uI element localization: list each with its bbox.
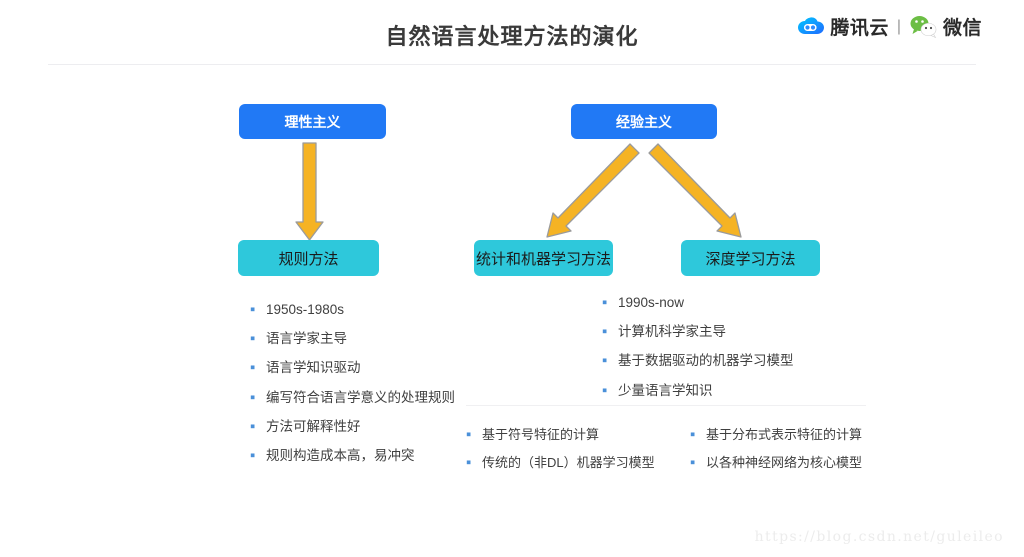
list-item: ▪ 1950s-1980s <box>250 302 455 318</box>
list-item-label: 以各种神经网络为核心模型 <box>706 454 863 470</box>
bullet-icon: ▪ <box>690 426 696 443</box>
bullet-icon: ▪ <box>250 388 256 406</box>
tencent-cloud-icon <box>798 16 825 38</box>
list-item: ▪ 语言学知识驱动 <box>250 360 455 376</box>
list-item: ▪ 规则构造成本高，易冲突 <box>250 448 455 464</box>
list-item: ▪ 基于符号特征的计算 <box>466 427 655 443</box>
arrow-empiricism-to-deeplearning <box>648 143 742 238</box>
bullet-icon: ▪ <box>602 381 608 399</box>
list-item: ▪ 语言学家主导 <box>250 331 455 347</box>
node-deep-learning[interactable]: 深度学习方法 <box>681 240 820 276</box>
list-item-label: 编写符合语言学意义的处理规则 <box>266 389 455 405</box>
node-statistical-ml[interactable]: 统计和机器学习方法 <box>474 240 613 276</box>
list-item-label: 方法可解释性好 <box>266 418 361 434</box>
node-empiricism[interactable]: 经验主义 <box>571 104 717 139</box>
bullet-icon: ▪ <box>602 352 608 370</box>
section-divider <box>466 405 866 406</box>
list-item: ▪ 少量语言学知识 <box>602 383 794 399</box>
list-item: ▪ 传统的（非DL）机器学习模型 <box>466 455 655 471</box>
list-item-label: 语言学知识驱动 <box>266 360 361 376</box>
list-item: ▪ 计算机科学家主导 <box>602 324 794 340</box>
arrow-rationalism-to-rule <box>295 142 324 241</box>
list-item-label: 少量语言学知识 <box>618 382 713 398</box>
tencent-cloud-label: 腾讯云 <box>830 18 889 39</box>
list-item-label: 传统的（非DL）机器学习模型 <box>482 454 655 470</box>
list-item-label: 基于符号特征的计算 <box>482 427 600 442</box>
list-item: ▪ 编写符合语言学意义的处理规则 <box>250 390 455 406</box>
bullet-icon: ▪ <box>602 323 608 341</box>
brand-separator: | <box>896 17 901 35</box>
bullet-icon: ▪ <box>250 359 256 377</box>
bullet-icon: ▪ <box>250 301 256 318</box>
list-item-label: 基于数据驱动的机器学习模型 <box>618 353 794 369</box>
list-item: ▪ 以各种神经网络为核心模型 <box>690 455 862 471</box>
list-item-label: 规则构造成本高，易冲突 <box>266 447 415 463</box>
statistical-bullet-list: ▪ 基于符号特征的计算 ▪ 传统的（非DL）机器学习模型 <box>466 427 655 482</box>
list-item-label: 语言学家主导 <box>266 331 347 347</box>
page-header: 自然语言处理方法的演化 腾讯云 | <box>0 0 1024 65</box>
wechat-label: 微信 <box>942 18 982 39</box>
list-item: ▪ 方法可解释性好 <box>250 419 455 435</box>
list-item: ▪ 1990s-now <box>602 295 794 311</box>
node-rationalism[interactable]: 理性主义 <box>239 104 386 139</box>
bullet-icon: ▪ <box>250 330 256 348</box>
bullet-icon: ▪ <box>602 294 608 311</box>
bullet-icon: ▪ <box>690 453 696 471</box>
rule-method-bullet-list: ▪ 1950s-1980s ▪ 语言学家主导 ▪ 语言学知识驱动 ▪ 编写符合语… <box>250 302 455 477</box>
bullet-icon: ▪ <box>466 426 472 443</box>
watermark: https://blog.csdn.net/guleileo <box>754 529 1004 545</box>
deep-learning-bullet-list: ▪ 基于分布式表示特征的计算 ▪ 以各种神经网络为核心模型 <box>690 427 862 482</box>
empiricism-bullet-list: ▪ 1990s-now ▪ 计算机科学家主导 ▪ 基于数据驱动的机器学习模型 ▪… <box>602 295 794 412</box>
list-item: ▪ 基于数据驱动的机器学习模型 <box>602 353 794 369</box>
list-item-label: 1950s-1980s <box>266 302 345 317</box>
list-item-label: 计算机科学家主导 <box>618 324 726 340</box>
bullet-icon: ▪ <box>466 453 472 471</box>
list-item: ▪ 基于分布式表示特征的计算 <box>690 427 862 443</box>
list-item-label: 基于分布式表示特征的计算 <box>706 427 863 442</box>
page-title: 自然语言处理方法的演化 <box>385 24 639 49</box>
brand-logos: 腾讯云 | 微信 <box>798 13 982 40</box>
node-rule-method[interactable]: 规则方法 <box>238 240 379 276</box>
arrow-empiricism-to-statistical <box>546 143 640 238</box>
bullet-icon: ▪ <box>250 446 256 464</box>
wechat-icon <box>909 15 937 38</box>
header-divider <box>48 64 976 65</box>
bullet-icon: ▪ <box>250 417 256 435</box>
list-item-label: 1990s-now <box>618 295 685 310</box>
